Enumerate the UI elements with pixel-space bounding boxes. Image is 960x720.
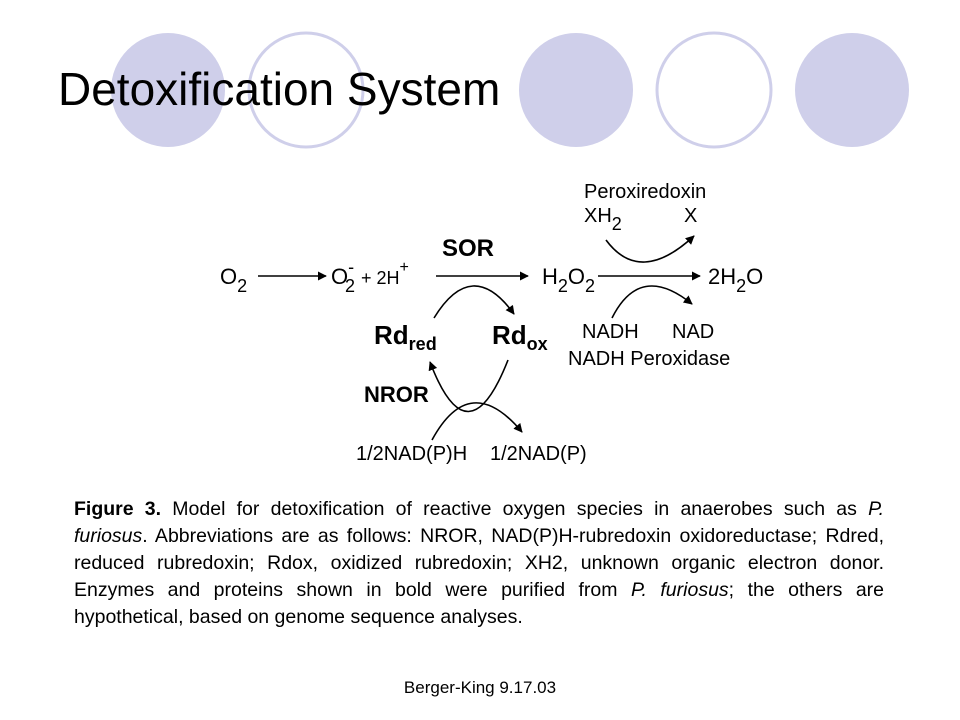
figure-caption: Figure 3. Model for detoxification of re…: [74, 496, 884, 631]
h2o2-label: H2O2: [542, 264, 595, 296]
peroxiredoxin-label: Peroxiredoxin: [584, 181, 706, 203]
arrow-nadph-to-nadp: [431, 402, 523, 441]
nadp-label: 1/2NAD(P): [490, 443, 587, 465]
arrow-rdred-to-rdox: [433, 285, 515, 319]
rd-red-label: Rdred: [374, 320, 437, 354]
nror-label: NROR: [364, 382, 429, 407]
arrow-nadh-to-nad: [611, 285, 693, 319]
x-label: X: [684, 205, 697, 227]
caption-text-2: . Abbreviations are as follows: NROR, NA…: [74, 525, 884, 601]
slide-footer: Berger-King 9.17.03: [403, 678, 557, 697]
decor-circle-2: [247, 31, 365, 149]
rd-ox-label: Rdox: [492, 320, 548, 354]
arrow-xh2-to-x: [605, 235, 695, 263]
caption-label: Figure 3.: [74, 498, 162, 520]
caption-text-1: Model for detoxification of reactive oxy…: [161, 498, 869, 520]
xh2-label: XH2: [584, 205, 622, 234]
water-label: 2H2O: [708, 264, 763, 296]
nad-label: NAD: [672, 321, 714, 343]
decor-circle-5: [795, 33, 909, 147]
nadh-label: NADH: [582, 321, 639, 343]
decor-circle-1: [111, 33, 225, 147]
nadh-peroxidase-label: NADH Peroxidase: [568, 348, 730, 370]
decor-circle-4: [655, 31, 773, 149]
caption-text-3: ; the others are hypothetical, based on …: [74, 579, 884, 628]
caption-organism-1: P. furiosus: [74, 498, 884, 547]
o2-label: O2: [220, 264, 247, 296]
sor-label: SOR: [442, 235, 494, 262]
arrow-rdox-to-rdred: [428, 359, 509, 413]
slide-title: Detoxification System: [58, 63, 501, 115]
nadph-label: 1/2NAD(P)H: [356, 443, 467, 465]
superoxide-label: O-2 + 2H+: [331, 257, 409, 296]
decor-circle-3: [519, 33, 633, 147]
caption-organism-2: P. furiosus: [631, 579, 729, 601]
